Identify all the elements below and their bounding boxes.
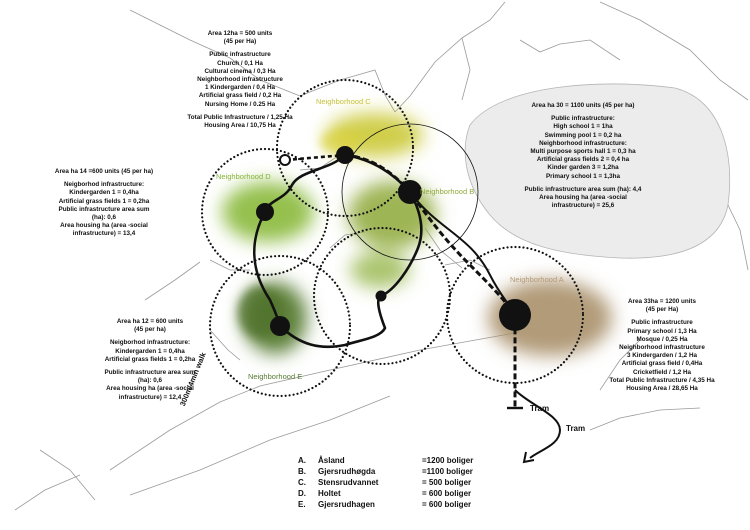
info-block-a: Area 33ha = 1200 units(45 per Ha) Public … bbox=[602, 298, 722, 393]
legend-row-e: E.Gjersrudhagen= 600 boliger bbox=[298, 500, 472, 509]
neighborhood-c-label: Neighborhood C bbox=[316, 97, 371, 106]
info-line: Public infrastructure area sum bbox=[104, 369, 196, 377]
node-b bbox=[398, 180, 422, 204]
info-line: Area ha 30 = 1100 units (45 per ha) bbox=[531, 102, 635, 109]
info-line: (45 per Ha) bbox=[223, 38, 257, 46]
legend-row-b: B.Gjersrudhøgda=1100 boliger bbox=[298, 467, 473, 476]
info-line: Area housing ha (area -social bbox=[60, 222, 148, 230]
tram-arrow-head bbox=[522, 451, 535, 464]
info-line: Church / 0,1 Ha bbox=[217, 59, 263, 67]
info-line: Housing Area / 10,75 Ha bbox=[204, 122, 276, 130]
tram-arrow-curve bbox=[514, 389, 562, 459]
info-line: Neighborhood infrastructure bbox=[197, 76, 283, 84]
info-line: (45 per Ha) bbox=[645, 306, 679, 314]
info-line: Nursing Home / 0.25 Ha bbox=[204, 100, 276, 108]
neighborhood-e-label: Neighborhood E bbox=[248, 372, 303, 381]
node-b2 bbox=[375, 290, 387, 302]
info-line: Primary school / 1,3 Ha bbox=[627, 327, 697, 335]
info-line: Area 12ha = 500 units bbox=[207, 30, 273, 37]
info-line: Public infrastructure area sum (ha): 4,4 bbox=[524, 185, 642, 193]
info-line: Kinder garden 3 = 1,2ha bbox=[547, 164, 619, 172]
info-line: Cultural cinema / 0,3 Ha bbox=[204, 67, 276, 75]
info-line: 1 Kindergarden / 0,4 Ha bbox=[205, 84, 275, 92]
info-line: Mosque / 0,25 Ha bbox=[636, 335, 688, 343]
node-c bbox=[336, 146, 354, 164]
neighborhood-b2-fill bbox=[350, 252, 410, 288]
info-line: Artificial grass fields 1 = 0,2ha bbox=[58, 197, 150, 205]
legend-row-a: A.Åsland=1200 boliger bbox=[298, 456, 474, 465]
upper-spur bbox=[285, 153, 346, 162]
tram-line bbox=[344, 153, 517, 408]
info-line: infrastructure) = 25,6 bbox=[551, 202, 615, 210]
legend-row-c: C.Stensrudvannet= 500 boliger bbox=[298, 478, 472, 487]
info-block-b: Area ha 30 = 1100 units (45 per ha) Publi… bbox=[508, 102, 658, 210]
info-line: Total Public Infrastructure / 4,35 Ha bbox=[609, 376, 715, 384]
neighborhood-b-label: Neighborhood B bbox=[420, 187, 475, 196]
info-line: Area housing ha (area -social bbox=[539, 194, 627, 202]
walk-radius-e bbox=[208, 254, 352, 398]
walk-radius-b bbox=[341, 123, 479, 261]
grey-area bbox=[464, 83, 731, 259]
neighborhood-d-label: Neighborhood D bbox=[216, 172, 271, 181]
info-block-c: Area 12ha = 500 units(45 per Ha) Public i… bbox=[180, 30, 300, 130]
info-line: Swimming pool 1 = 0,2 ha bbox=[544, 131, 622, 139]
info-line: infrastructure) = 12,4 bbox=[118, 393, 182, 401]
info-line: Total Public Infrastructure / 1,25 Ha bbox=[187, 113, 293, 121]
info-line: 3 Kindergarden / 1,2 Ha bbox=[627, 352, 697, 360]
tram-arrow-label: Tram bbox=[566, 424, 586, 433]
info-line: Area housing ha (area -social bbox=[106, 385, 194, 393]
main-route bbox=[253, 153, 423, 349]
info-line: Public infrastructure: bbox=[551, 115, 615, 123]
info-line: (ha): 0,6 bbox=[137, 377, 163, 385]
legend: A.Åsland=1200 boliger B.Gjersrudhøgda=11… bbox=[298, 455, 473, 510]
node-d bbox=[256, 203, 274, 221]
info-line: Artificial grass field / 0,2 Ha bbox=[198, 92, 282, 100]
info-line: Cricketfield / 1,2 Ha bbox=[632, 368, 692, 376]
info-line: Public infrastructure bbox=[209, 51, 271, 59]
info-block-e: Area ha 12 = 600 units(45 per ha) Neigbor… bbox=[90, 318, 210, 402]
info-line: Public infrastructure area sum bbox=[58, 205, 150, 213]
info-line: Artificial grass fields 1 = 0,2ha bbox=[104, 355, 196, 363]
info-block-d: Area ha 14 =600 units (45 per ha) Neigbor… bbox=[40, 168, 168, 239]
walk-radius-d bbox=[200, 147, 330, 277]
info-line: Area ha 12 = 600 units bbox=[116, 318, 184, 325]
info-line: Area ha 14 =600 units (45 per ha) bbox=[54, 168, 154, 175]
info-line: Public infrastructure bbox=[631, 319, 693, 327]
info-line: Neighborhood infrastructure: bbox=[539, 139, 627, 147]
node-e bbox=[270, 316, 290, 336]
info-line: (45 per ha) bbox=[134, 326, 166, 334]
neighborhood-a-label: Neighborhood A bbox=[510, 275, 564, 284]
info-line: Multi purpose sports hall 1 = 0,3 ha bbox=[530, 148, 636, 156]
info-line: Housing Area / 28,65 Ha bbox=[626, 385, 698, 393]
tram-end-label: Tram bbox=[530, 404, 550, 413]
info-line: Neigborhod infrastructure: bbox=[63, 181, 145, 189]
neighborhood-a-fill bbox=[488, 280, 612, 356]
info-line: Kindergarden 1 = 0,4ha bbox=[115, 347, 185, 355]
route-start-node bbox=[279, 154, 291, 166]
info-line: High school 1 = 1ha bbox=[553, 123, 613, 131]
info-line: Kindergarden 1 = 0,4ha bbox=[69, 189, 139, 197]
context-lines bbox=[14, 1, 749, 511]
info-line: Primary school 1 = 1,3ha bbox=[545, 172, 621, 180]
info-line: Artificial grass fields 2 = 0,4 ha bbox=[536, 156, 630, 164]
info-line: Artificial grass field / 0,4Ha bbox=[621, 360, 703, 368]
info-line: Neighborhood infrastructure bbox=[619, 344, 705, 352]
info-line: Neigborhod infrastructure: bbox=[109, 339, 191, 347]
info-line: Area 33ha = 1200 units bbox=[627, 298, 697, 305]
walk-radius-a bbox=[445, 245, 585, 385]
node-a bbox=[499, 299, 531, 331]
info-line: (ha): 0,6 bbox=[91, 214, 117, 222]
info-line: infrastructure) = 13,4 bbox=[72, 230, 136, 238]
walk-radius-c bbox=[275, 78, 415, 218]
legend-row-d: D.Holtet= 600 boliger bbox=[298, 489, 472, 498]
